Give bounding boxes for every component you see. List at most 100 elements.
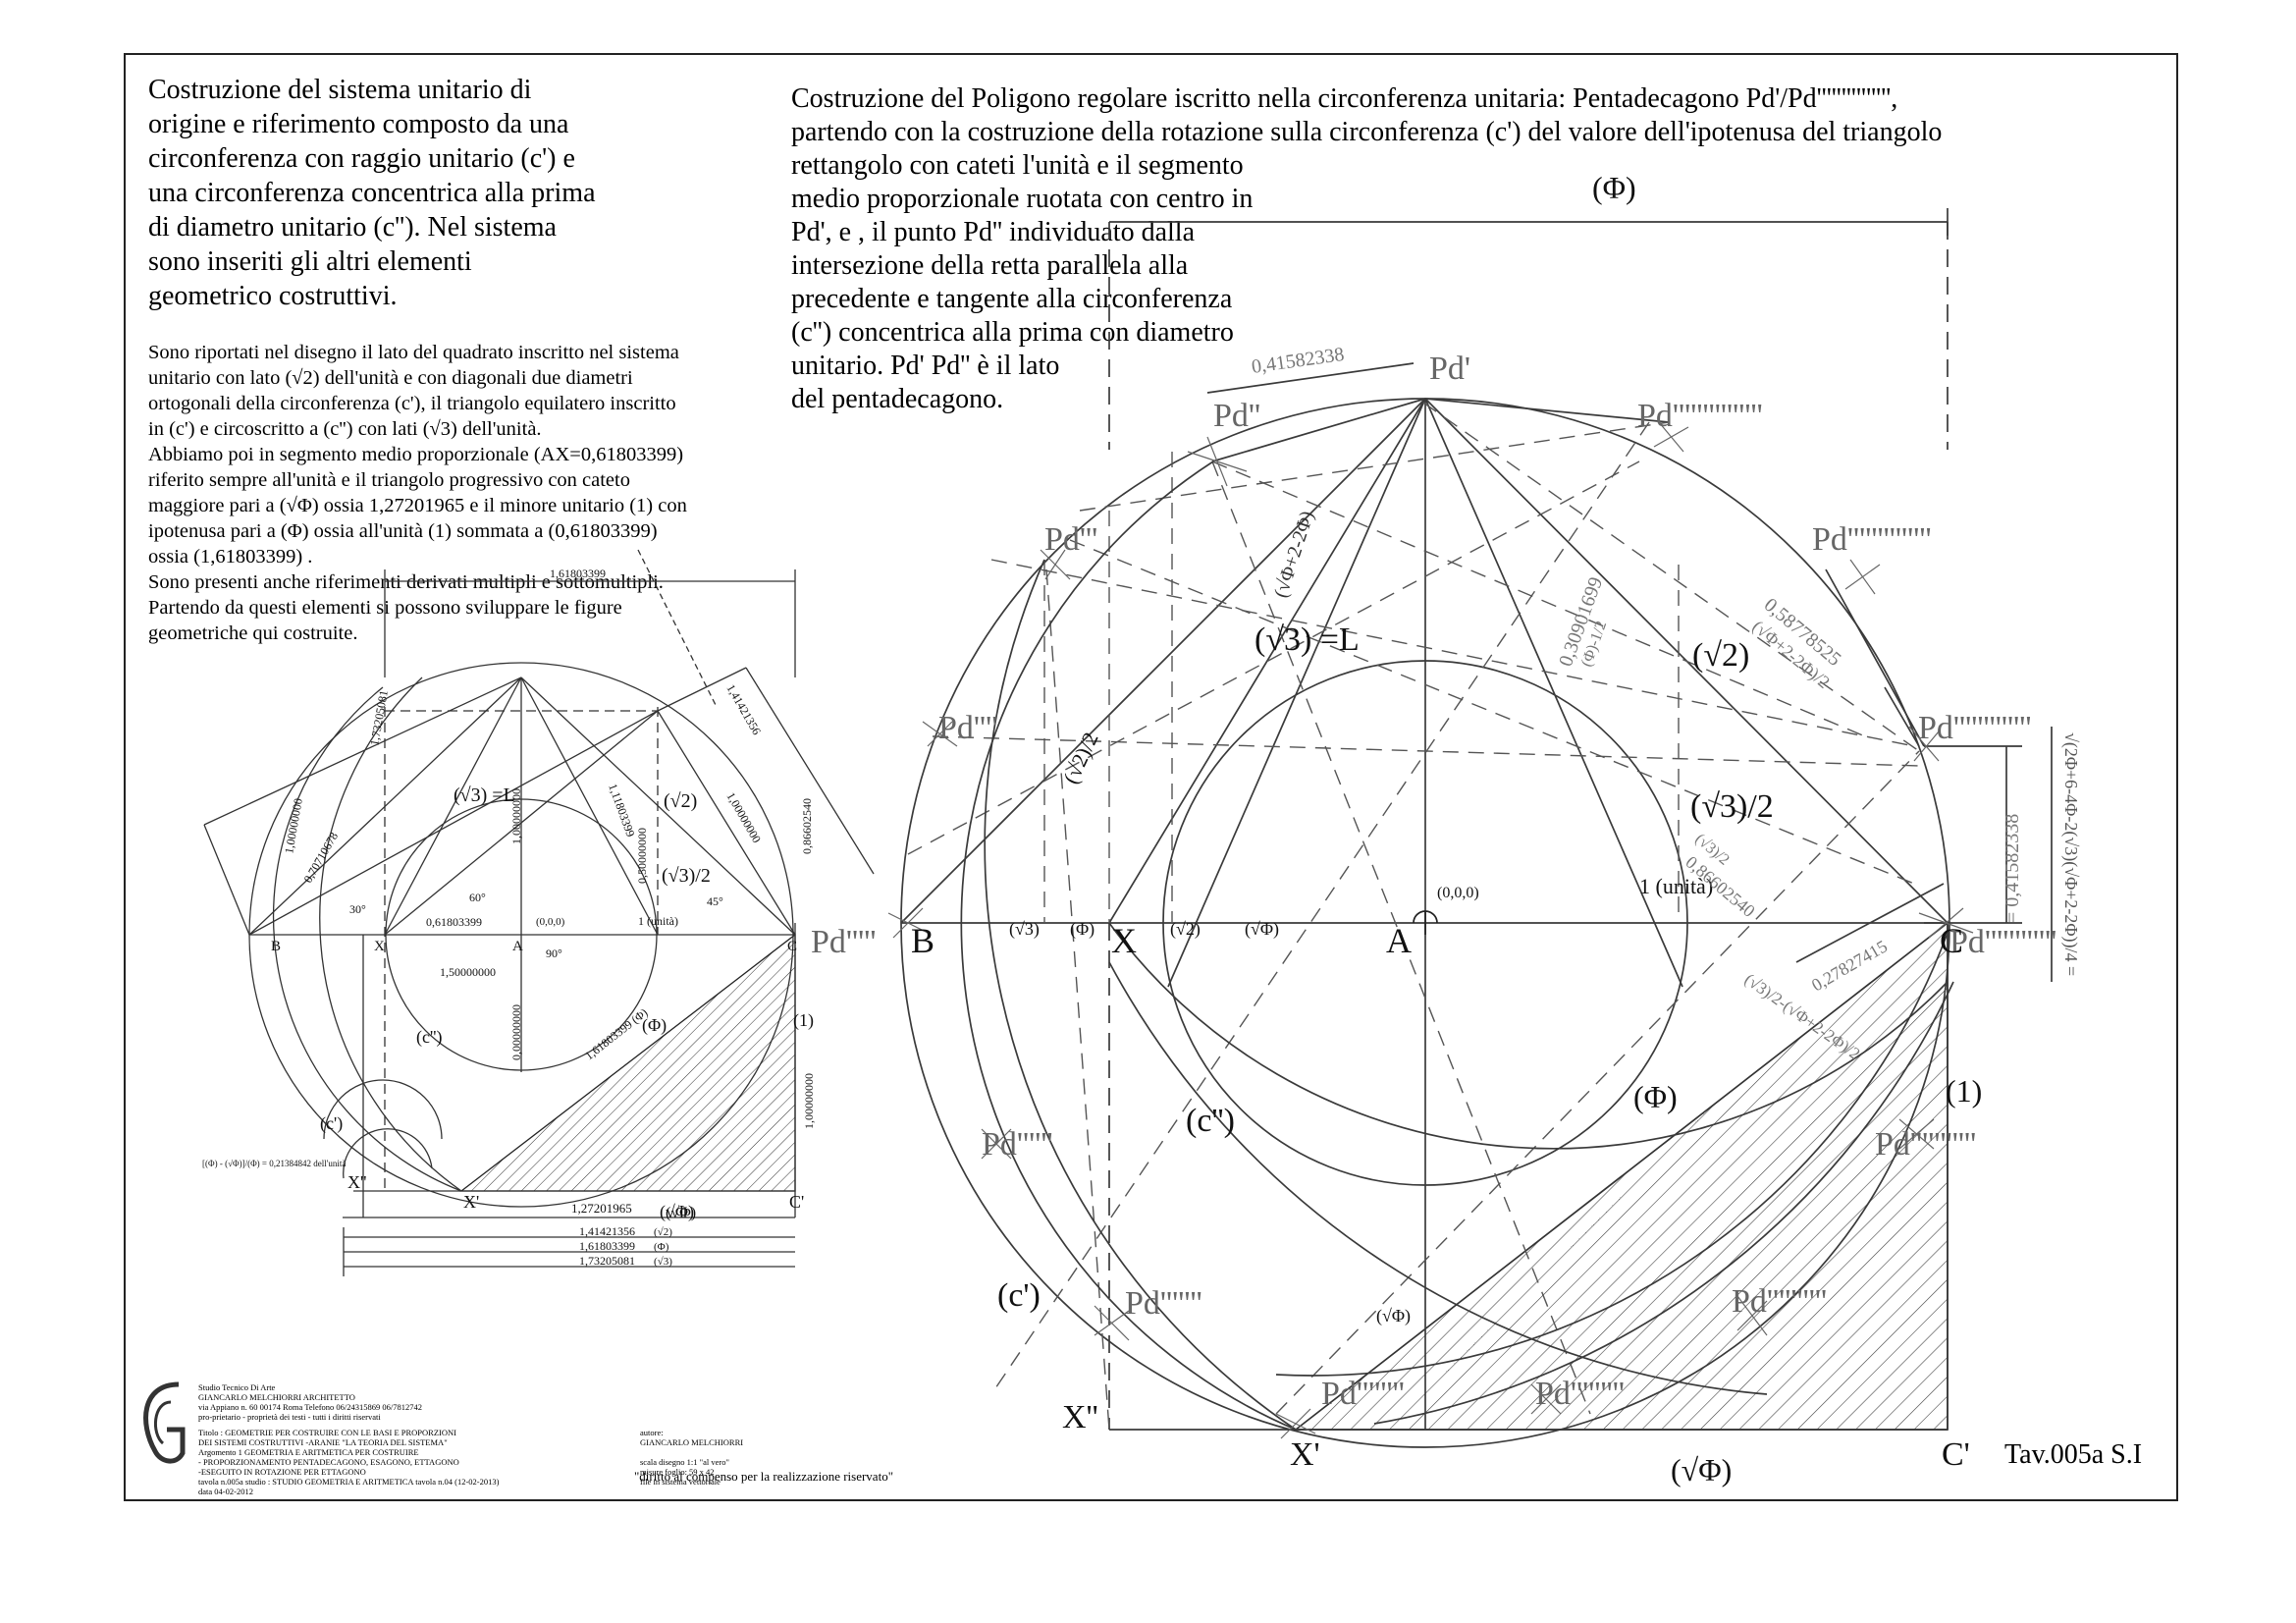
dim-side: 0,41582338 bbox=[1251, 344, 1346, 378]
small-label-sqrtphi: (√Φ) bbox=[660, 1202, 694, 1222]
label-c2: (c'') bbox=[1186, 1103, 1235, 1139]
small-dim-d4b: 1,00000000 bbox=[802, 1073, 816, 1129]
point-Pd4: Pd'''' bbox=[938, 710, 997, 746]
small-label-ppp: (0,0,0) bbox=[536, 916, 565, 928]
small-label-C: C bbox=[787, 939, 797, 954]
description-right-line: (c'') concentrica alla prima con diametr… bbox=[791, 317, 1234, 348]
small-bottom-dim-value: 1,73205081 bbox=[579, 1254, 635, 1268]
small-dim-d3: 1,50000000 bbox=[440, 965, 496, 979]
small-bottom-dim-sym: (√2) bbox=[654, 1226, 672, 1238]
point-Pd8: Pd'''''''' bbox=[1321, 1376, 1405, 1412]
author-logo-icon bbox=[143, 1381, 186, 1464]
label-s3half: (√3)/2 bbox=[1690, 788, 1774, 825]
description-right-line: del pentadecagono. bbox=[791, 384, 1004, 414]
dim-formula-vertical: √(2Φ+6-4Φ-2(√3)(√Φ+2-2Φ))/4 = bbox=[2060, 732, 2081, 976]
small-label-X: X bbox=[374, 939, 385, 954]
small-label-Xp: X' bbox=[463, 1192, 479, 1212]
small-label-B: B bbox=[271, 939, 281, 954]
description-right-line: medio proporzionale ruotata con centro i… bbox=[791, 184, 1254, 214]
title-block-author: autore: GIANCARLO MELCHIORRI scala diseg… bbox=[640, 1428, 744, 1487]
small-bottom-dim-sym: (√3) bbox=[654, 1256, 672, 1268]
title-block-copyright: "diritto al compenso per la realizzazion… bbox=[634, 1469, 893, 1484]
label-sqrtphi-axis: (√Φ) bbox=[1245, 919, 1279, 940]
small-label-ang30: 30° bbox=[349, 902, 366, 916]
small-label-c2: (c'') bbox=[416, 1027, 442, 1048]
point-Pd10: Pd'''''''''' bbox=[1732, 1283, 1827, 1320]
small-label-s3L: (√3) =L bbox=[454, 784, 515, 806]
point-Pd13: Pd''''''''''''' bbox=[1918, 710, 2032, 746]
point-Pd1: Pd' bbox=[1429, 351, 1470, 387]
point-Pd6: Pd'''''' bbox=[982, 1126, 1053, 1163]
small-label-ang90: 90° bbox=[546, 947, 562, 960]
description-right-line: precedente e tangente alla circonferenza bbox=[791, 284, 1233, 314]
small-bottom-dim-sym: (√Φ) bbox=[666, 1205, 696, 1221]
point-origin: (0,0,0) bbox=[1437, 885, 1479, 901]
small-dim-d5: 0,86602540 bbox=[800, 798, 814, 854]
label-sqrtphi-small: (√Φ) bbox=[1376, 1306, 1411, 1326]
sheet-number: Tav.005a S.I bbox=[2004, 1439, 2143, 1470]
small-dim-formula: [(Φ) - (√Φ)]/(Φ) = 0,21384842 dell'unità bbox=[202, 1159, 346, 1168]
small-dim-d12: 0,00000000 bbox=[509, 1004, 523, 1060]
small-dim-d1: 1,61803399 bbox=[550, 567, 606, 580]
small-figure-geometry bbox=[203, 549, 875, 1276]
point-C: C bbox=[1940, 921, 1963, 960]
label-phi-axis: (Φ) bbox=[1070, 919, 1095, 940]
point-Pd7: Pd''''''' bbox=[1125, 1285, 1202, 1322]
label-s2: (√2) bbox=[1692, 637, 1749, 674]
point-Pd9: Pd''''''''' bbox=[1535, 1376, 1625, 1412]
point-A: A bbox=[1386, 921, 1412, 960]
point-Xp: X' bbox=[1290, 1436, 1320, 1473]
point-X: X bbox=[1111, 921, 1137, 960]
small-bottom-dim-value: 1,27201965 bbox=[571, 1201, 632, 1216]
small-label-ang60: 60° bbox=[469, 891, 486, 904]
point-Pd12: Pd'''''''''''' bbox=[1949, 924, 2056, 960]
point-B: B bbox=[911, 921, 934, 960]
label-s3L: (√3) =L bbox=[1255, 622, 1360, 658]
small-label-c1: (c') bbox=[320, 1113, 343, 1134]
title-block-title: Titolo : GEOMETRIE PER COSTRUIRE CON LE … bbox=[198, 1428, 500, 1496]
description-right-line: unitario. Pd' Pd'' è il lato bbox=[791, 351, 1060, 381]
label-sqrtphi-bottom: (√Φ) bbox=[1671, 1452, 1732, 1488]
label-s2half: (√2)/2 bbox=[1058, 729, 1103, 787]
point-Pd14: Pd'''''''''''''' bbox=[1812, 521, 1932, 558]
small-label-s2: (√2) bbox=[664, 790, 697, 812]
label-c1: (c') bbox=[997, 1277, 1041, 1314]
large-figure-geometry bbox=[887, 208, 2053, 1448]
large-hatched-triangle bbox=[1293, 921, 1949, 1431]
small-label-Cp: C' bbox=[789, 1192, 804, 1212]
point-Pd11: Pd''''''''''' bbox=[1875, 1126, 1976, 1163]
small-label-A: A bbox=[512, 939, 523, 954]
small-dim-d4: 1,00000000 bbox=[509, 788, 523, 844]
small-dim-d11: 0,50000000 bbox=[635, 828, 649, 884]
label-one: (1) bbox=[1946, 1073, 1982, 1109]
small-label-ang45: 45° bbox=[707, 894, 723, 908]
small-bottom-dim-sym: (Φ) bbox=[654, 1241, 669, 1253]
title-block-studio: Studio Tecnico Di Arte GIANCARLO MELCHIO… bbox=[198, 1382, 423, 1422]
point-Cp: C' bbox=[1942, 1436, 1970, 1473]
point-Pd5: Pd''''' bbox=[811, 924, 877, 960]
label-phi-mid: (Φ) bbox=[1633, 1079, 1678, 1114]
description-right-line: rettangolo con cateti l'unità e il segme… bbox=[791, 150, 1244, 181]
small-label-unit: 1 (unità) bbox=[638, 914, 678, 928]
description-right-line: Costruzione del Poligono regolare iscrit… bbox=[791, 83, 1898, 114]
small-label-one: (1) bbox=[793, 1010, 814, 1031]
small-label-phi: (Φ) bbox=[642, 1015, 667, 1036]
title-block: Studio Tecnico Di Arte GIANCARLO MELCHIO… bbox=[132, 1375, 1015, 1496]
small-label-s3half: (√3)/2 bbox=[662, 865, 711, 887]
construction-notes: Sono riportati nel disegno il lato del q… bbox=[148, 342, 687, 644]
label-s3-axis: (√3) bbox=[1009, 919, 1040, 940]
point-Pd2: Pd'' bbox=[1213, 398, 1260, 434]
description-right: Costruzione del Poligono regolare iscrit… bbox=[791, 82, 2067, 416]
point-Pd3: Pd''' bbox=[1044, 521, 1097, 558]
label-unit: 1 (unità) bbox=[1639, 874, 1713, 898]
dim-side-vertical: = 0,41582338 bbox=[2002, 814, 2023, 923]
point-Pd15: Pd''''''''''''''' bbox=[1637, 398, 1763, 434]
small-bottom-dim-value: 1,61803399 bbox=[579, 1239, 635, 1253]
label-phi-top: (Φ) bbox=[1592, 170, 1636, 205]
description-left: Costruzione del sistema unitario di orig… bbox=[148, 75, 596, 311]
small-label-Xpp: X'' bbox=[347, 1172, 367, 1192]
point-Xpp: X'' bbox=[1062, 1399, 1098, 1435]
